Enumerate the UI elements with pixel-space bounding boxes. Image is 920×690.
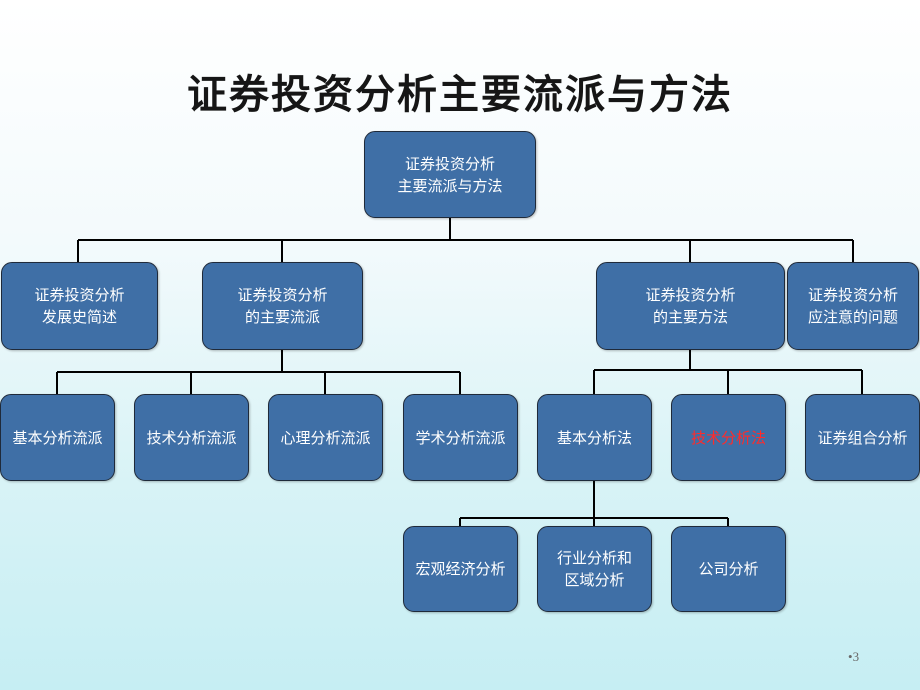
node-schools: 证券投资分析 的主要流派	[202, 262, 363, 350]
node-issues-line2: 应注意的问题	[807, 308, 898, 326]
node-macro: 宏观经济分析	[403, 526, 518, 612]
node-issues: 证券投资分析 应注意的问题	[787, 262, 919, 350]
node-history-line2: 发展史简述	[41, 308, 117, 326]
node-methods-line2: 的主要方法	[652, 308, 728, 326]
node-school-academic: 学术分析流派	[403, 394, 518, 481]
page-number: •3	[848, 649, 860, 664]
page-number-value: 3	[852, 649, 860, 664]
node-industry-line1: 行业分析和	[556, 549, 632, 567]
node-issues-line1: 证券投资分析	[807, 286, 898, 304]
node-methods: 证券投资分析 的主要方法	[596, 262, 785, 350]
node-school-psychological: 心理分析流派	[268, 394, 383, 481]
node-method-portfolio: 证券组合分析	[805, 394, 920, 481]
node-methods-line1: 证券投资分析	[645, 286, 736, 304]
node-method-fundamental: 基本分析法	[537, 394, 652, 481]
node-company: 公司分析	[671, 526, 786, 612]
node-schools-line1: 证券投资分析	[237, 286, 328, 304]
node-root-line1: 证券投资分析	[404, 154, 495, 173]
node-method-technical: 技术分析法	[671, 394, 786, 481]
node-root-line2: 主要流派与方法	[397, 176, 503, 195]
node-industry: 行业分析和 区域分析	[537, 526, 652, 612]
node-history-line1: 证券投资分析	[34, 286, 125, 304]
node-school-fundamental: 基本分析流派	[0, 394, 115, 481]
node-schools-line2: 的主要流派	[244, 308, 320, 326]
node-school-technical: 技术分析流派	[134, 394, 249, 481]
page-title: 证券投资分析主要流派与方法	[187, 71, 733, 118]
node-root: 证券投资分析 主要流派与方法	[364, 131, 536, 218]
node-industry-line2: 区域分析	[564, 571, 625, 589]
node-history: 证券投资分析 发展史简述	[1, 262, 158, 350]
